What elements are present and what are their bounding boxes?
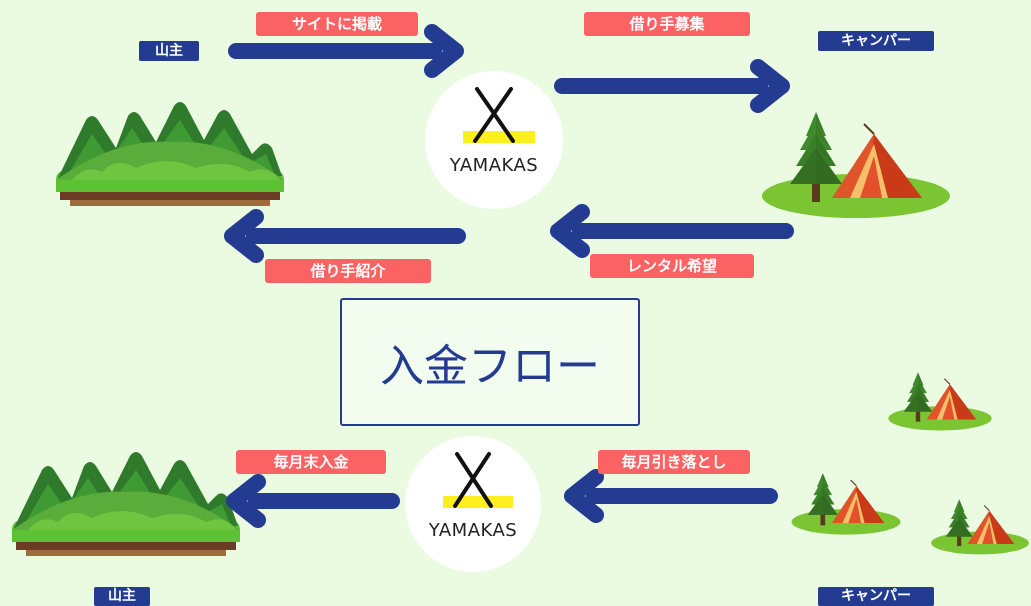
- campsite-illustration-bottom-3: [931, 499, 1029, 554]
- step-rental-request-label: レンタル希望: [590, 254, 754, 278]
- step-month-end-payment-label: 毎月末入金: [236, 450, 386, 474]
- campsite-illustration-top: [762, 112, 950, 218]
- arrow-platform-to-owner: [224, 209, 466, 263]
- arrow-camper-to-platform: [550, 204, 794, 258]
- camper-label-bottom: キャンパー: [818, 587, 934, 606]
- step-introduce-label: 借り手紹介: [265, 259, 431, 283]
- step-recruit-label: 借り手募集: [584, 12, 750, 36]
- logo-wordmark: YAMAKAS: [449, 155, 539, 176]
- arrow-camper-to-platform-bottom: [564, 469, 778, 523]
- tent-mark-icon: [443, 452, 513, 508]
- logo-wordmark: YAMAKAS: [428, 520, 518, 541]
- campsite-illustration-bottom-2: [791, 473, 900, 534]
- arrow-platform-to-camper: [554, 59, 790, 113]
- arrow-platform-to-owner-bottom: [226, 474, 400, 528]
- owner-label-top: 山主: [139, 41, 199, 61]
- mountain-illustration-bottom: [12, 452, 240, 556]
- yamakas-logo-top: YAMAKAS: [425, 71, 563, 209]
- tent-mark-icon: [463, 87, 535, 143]
- payment-flow-title: 入金フロー: [340, 298, 640, 426]
- yamakas-logo-bottom: YAMAKAS: [405, 436, 541, 572]
- owner-label-bottom: 山主: [94, 587, 150, 606]
- step-monthly-debit-label: 毎月引き落とし: [598, 450, 750, 474]
- step-post-label: サイトに掲載: [256, 12, 418, 36]
- camper-label-top: キャンパー: [818, 31, 934, 51]
- arrow-owner-to-platform: [228, 24, 464, 78]
- campsite-illustration-bottom-1: [888, 372, 991, 430]
- mountain-illustration-top: [56, 102, 284, 206]
